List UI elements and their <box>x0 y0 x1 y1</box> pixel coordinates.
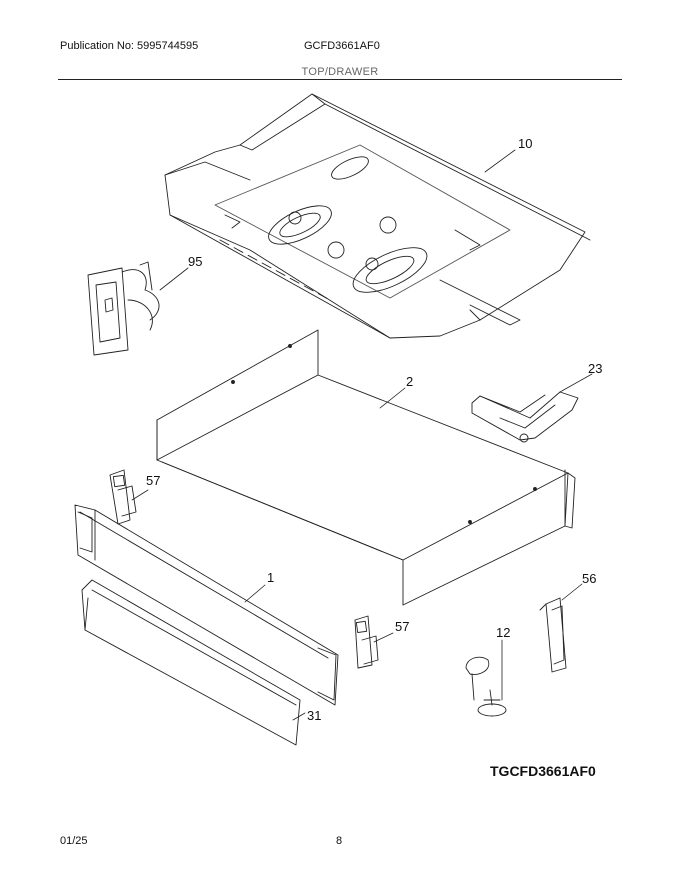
callout-2: 2 <box>406 374 413 389</box>
publication-number: Publication No: 5995744595 <box>60 40 199 52</box>
header-rule <box>58 79 622 80</box>
callout-95: 95 <box>188 254 202 269</box>
model-number: GCFD3661AF0 <box>304 40 380 52</box>
part-drawer-front <box>74 504 339 706</box>
callout-12: 12 <box>496 625 510 640</box>
part-lower-panel-31 <box>81 579 301 746</box>
callout-10: 10 <box>518 136 532 151</box>
callout-1: 1 <box>267 570 274 585</box>
callout-57-lower: 57 <box>395 619 409 634</box>
part-drawer-body <box>156 329 576 606</box>
footer-date: 01/25 <box>60 835 88 847</box>
callout-23: 23 <box>588 361 602 376</box>
part-main-top <box>164 93 591 339</box>
callout-57-upper: 57 <box>146 473 160 488</box>
callout-56: 56 <box>582 571 596 586</box>
callout-31: 31 <box>307 708 321 723</box>
section-title: TOP/DRAWER <box>301 66 379 78</box>
part-bracket-95 <box>87 261 160 356</box>
part-bracket-57-lower <box>354 615 379 669</box>
part-bracket-23 <box>471 391 579 443</box>
footer-page-number: 8 <box>336 835 343 847</box>
diagram-id-label: TGCFD3661AF0 <box>490 763 596 779</box>
part-bracket-56 <box>539 597 567 673</box>
leader-lines <box>131 149 593 721</box>
part-leveling-leg-12 <box>465 656 507 717</box>
part-bracket-57-upper <box>109 469 137 525</box>
